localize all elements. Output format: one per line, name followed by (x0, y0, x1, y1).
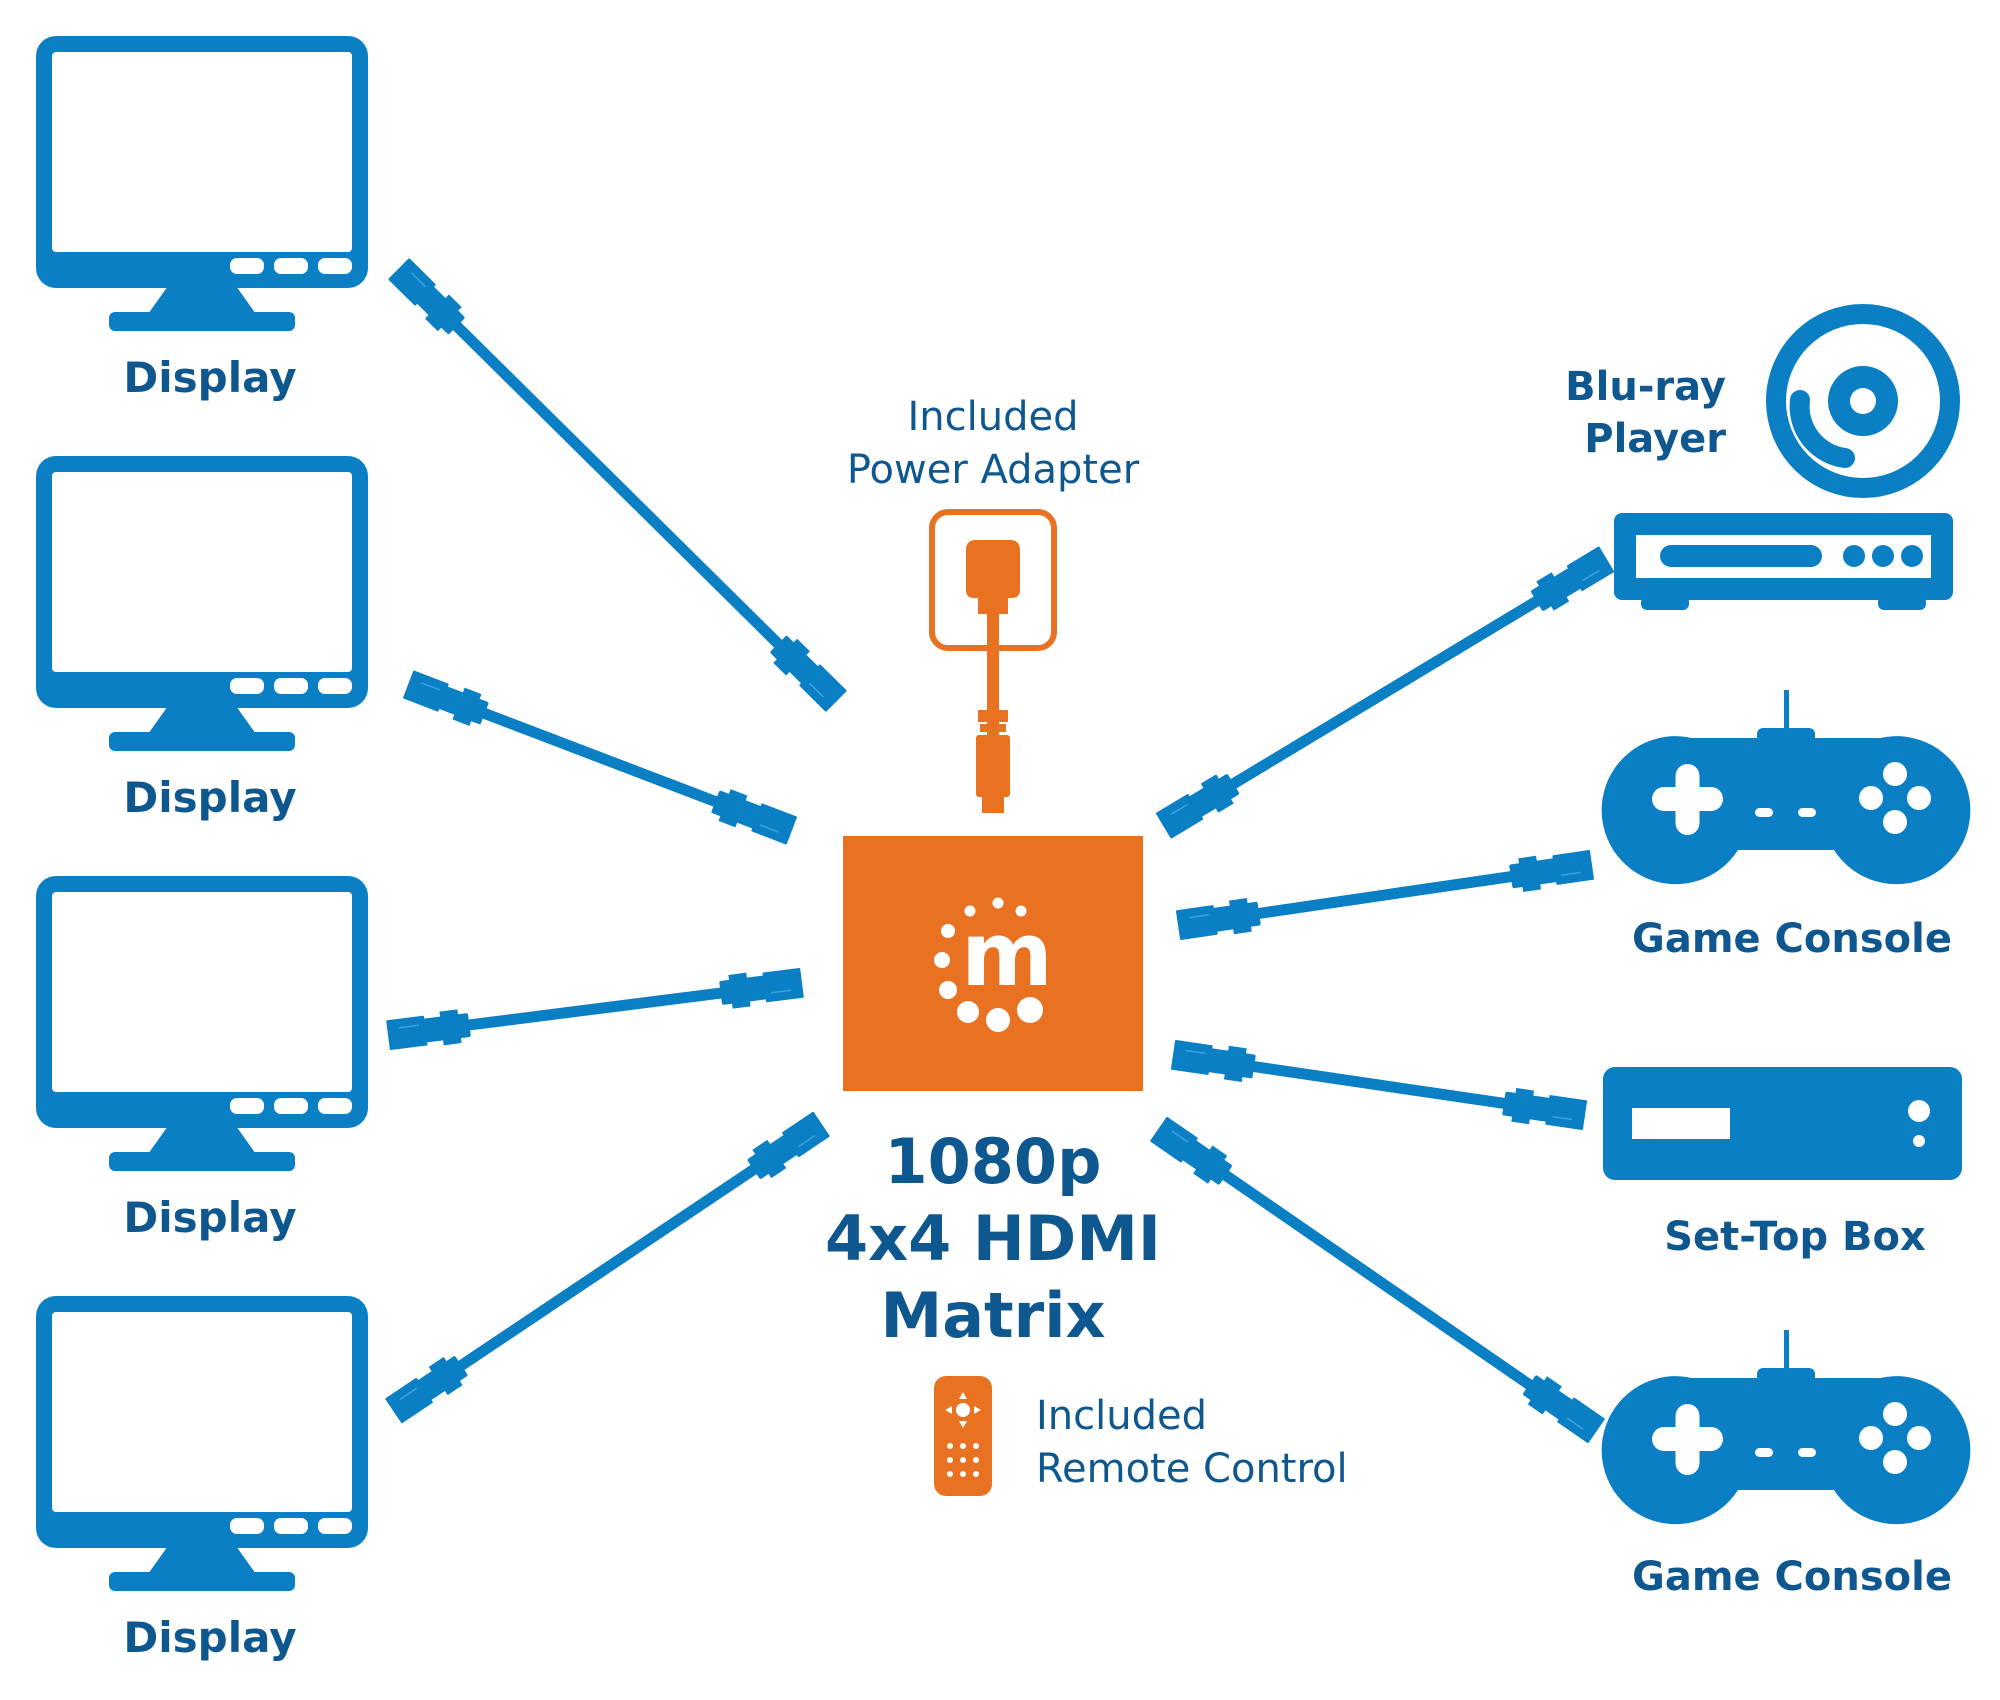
brand-logo-icon: m (934, 897, 1053, 1032)
power-adapter-label-line2: Power Adapter (847, 447, 1140, 493)
monitor-icon (36, 36, 368, 331)
bluray-label-line2: Player (1584, 416, 1726, 462)
monitor-icon (36, 876, 368, 1171)
hdmi-connector-icon (401, 667, 492, 731)
gamepad-icon (1601, 1330, 1971, 1525)
output-display-1: Display (36, 36, 368, 402)
hdmi-cable (401, 667, 799, 848)
product-title: 1080p 4x4 HDMI Matrix (825, 1125, 1161, 1352)
bluray-label-line1: Blu-ray (1565, 364, 1726, 410)
hdmi-connector-icon (385, 255, 470, 340)
hdmi-connector-icon (1526, 543, 1617, 617)
hdmi-connector-icon (1500, 1085, 1589, 1133)
monitor-icon (36, 456, 368, 751)
cable-wire (445, 694, 755, 821)
input-set-top-box: Set-Top Box (1603, 1067, 1962, 1260)
output-display-2: Display (36, 456, 368, 822)
title-line-2: 4x4 HDMI (825, 1202, 1161, 1275)
game-console-label: Game Console (1632, 1554, 1952, 1600)
hdmi-connector-icon (708, 784, 799, 848)
cable-wire (1189, 1148, 1566, 1412)
remote-control: Included Remote Control (934, 1376, 1348, 1496)
set-top-box-label: Set-Top Box (1664, 1214, 1926, 1260)
hdmi-cable (383, 1109, 832, 1426)
hdmi-cable (385, 255, 850, 715)
display-label: Display (123, 353, 296, 402)
power-adapter: Included Power Adapter (847, 394, 1140, 813)
bluray-player-icon (1614, 304, 1960, 610)
cable-wire (1218, 865, 1552, 925)
title-line-3: Matrix (881, 1279, 1106, 1352)
gamepad-icon (1601, 690, 1971, 885)
hdmi-connector-icon (1169, 1037, 1258, 1085)
hdmi-matrix-box: m (843, 836, 1143, 1091)
hdmi-connector-icon (1507, 847, 1596, 895)
power-plug-icon (929, 509, 1057, 813)
remote-label-line2: Remote Control (1036, 1446, 1348, 1492)
hdmi-cable (1174, 847, 1596, 943)
output-display-4: Display (36, 1296, 368, 1662)
hdmi-connector-icon (743, 1109, 832, 1185)
monitor-icon (36, 1296, 368, 1591)
game-console-label: Game Console (1632, 916, 1952, 962)
input-game-console-2: Game Console (1601, 1330, 1971, 1600)
cable-wire (425, 1142, 790, 1393)
display-label: Display (123, 1193, 296, 1242)
hdmi-connector-icon (1153, 768, 1244, 842)
hdmi-connector-icon (1518, 1369, 1608, 1446)
cable-wire (424, 294, 811, 676)
hdmi-cable (1153, 543, 1617, 842)
cable-wire (1196, 575, 1574, 810)
hdmi-cable (1147, 1114, 1608, 1446)
hdmi-connector-icon (383, 1350, 472, 1426)
output-display-3: Display (36, 876, 368, 1242)
input-bluray-player: Blu-ray Player (1565, 304, 1960, 610)
remote-label-line1: Included (1036, 1393, 1207, 1439)
power-adapter-label-line1: Included (908, 394, 1079, 440)
set-top-box-icon (1603, 1067, 1962, 1180)
cable-wire (1213, 1055, 1545, 1115)
hdmi-connector-icon (1174, 895, 1263, 943)
hdmi-cable (385, 965, 805, 1053)
hdmi-connector-icon (717, 965, 805, 1011)
display-label: Display (123, 773, 296, 822)
input-game-console-1: Game Console (1601, 690, 1971, 962)
hdmi-cable (1169, 1037, 1589, 1133)
remote-control-icon (934, 1376, 992, 1496)
cable-wire (428, 982, 762, 1036)
hdmi-cables (383, 255, 1617, 1446)
hdmi-connector-icon (1147, 1114, 1237, 1191)
hdmi-connector-icon (385, 1007, 473, 1053)
title-line-1: 1080p (885, 1125, 1102, 1198)
display-label: Display (123, 1613, 296, 1662)
logo-letter: m (961, 903, 1053, 1006)
hdmi-connector-icon (765, 630, 850, 715)
